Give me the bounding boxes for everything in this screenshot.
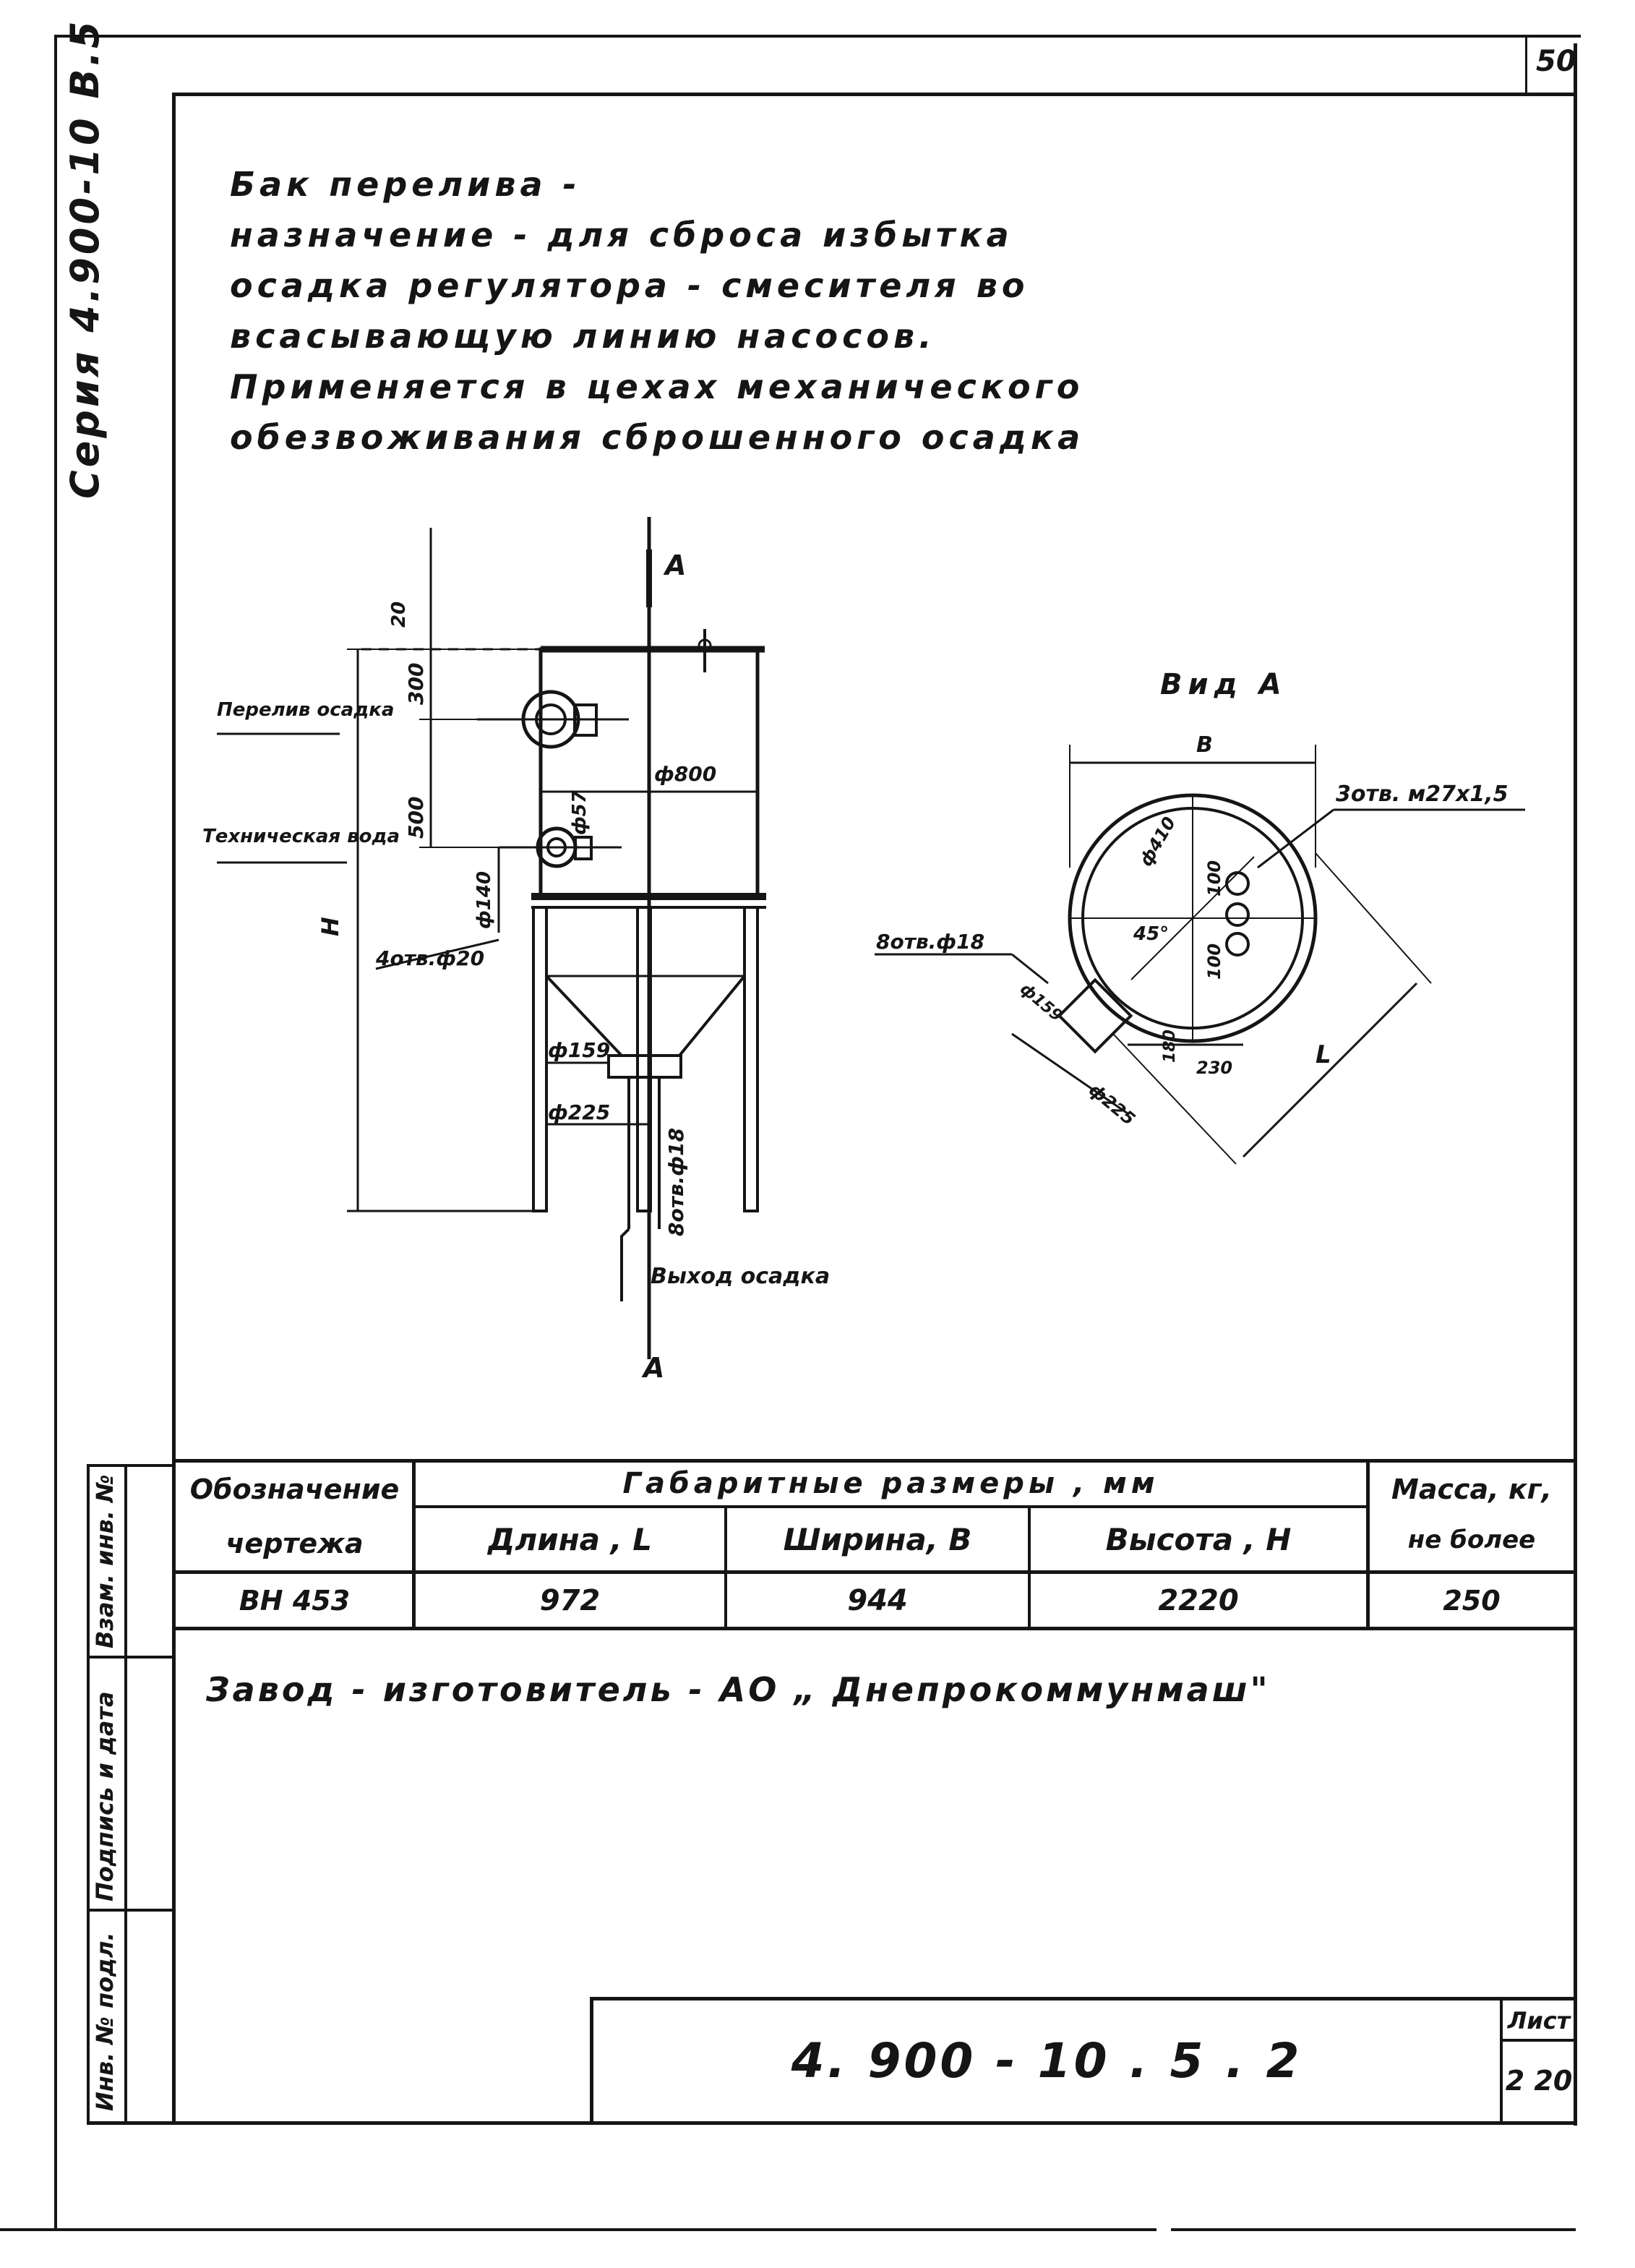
bottom-page-line-right xyxy=(1171,2228,1576,2231)
view-a-dim-8holes: 8отв.ф18 xyxy=(876,930,984,954)
label-outlet: Выход осадка xyxy=(651,1264,830,1289)
view-a-dim-225: ф225 xyxy=(1085,1079,1139,1129)
view-a-ext-L-1 xyxy=(1315,852,1432,984)
table-mid xyxy=(412,1505,1368,1508)
leader-holes xyxy=(375,938,499,970)
dim-225: ф225 xyxy=(548,1100,610,1124)
label-overflow: Перелив осадка xyxy=(217,699,394,721)
page-number-box-left xyxy=(1525,35,1527,94)
stamp-col-line xyxy=(87,1464,90,2122)
description-line-1: Бак перелива - xyxy=(230,165,581,204)
header-width: Ширина, В xyxy=(783,1521,972,1557)
title-block-top xyxy=(591,1997,1577,2000)
dim-800: ф800 xyxy=(654,762,716,786)
view-a-dim-180: 180 xyxy=(1161,1030,1179,1063)
row-height: 2220 xyxy=(1158,1583,1239,1617)
row-mass: 250 xyxy=(1443,1584,1501,1617)
stamp-col-line-2 xyxy=(124,1464,127,2122)
header-mass-line-2: не более xyxy=(1407,1525,1536,1554)
view-a-dim-L xyxy=(1242,982,1418,1158)
title-block-sheet-mid xyxy=(1500,2039,1576,2042)
view-a-dim-159: ф159 xyxy=(1016,980,1065,1025)
table-row-bottom xyxy=(173,1627,1577,1630)
dim-h: Н xyxy=(317,917,344,936)
header-dimensions: Габаритные размеры , мм xyxy=(622,1467,1159,1500)
view-a-dim-100a: 100 xyxy=(1204,860,1224,896)
description-line-5: Применяется в цехах механического xyxy=(230,367,1084,406)
label-section-a-bottom: А xyxy=(641,1352,664,1384)
view-a-ext-L-2 xyxy=(1112,1033,1237,1165)
dim-500: 500 xyxy=(404,797,428,839)
row-length: 972 xyxy=(539,1583,601,1617)
stamp-podpis: Подпись и дата xyxy=(91,1691,119,1901)
dim-8holes18: 8отв.ф18 xyxy=(664,1128,688,1236)
view-a-diag xyxy=(1130,856,1255,980)
title-block-left xyxy=(590,1997,593,2123)
view-a-leader-holes xyxy=(1257,808,1334,869)
outer-left-border xyxy=(54,35,57,2229)
dim-57: ф57 xyxy=(569,789,591,835)
table-col-2 xyxy=(724,1505,727,1630)
outlet-bend xyxy=(620,1228,630,1301)
view-a-dim-100b: 100 xyxy=(1204,943,1224,980)
table-header-bottom xyxy=(173,1570,1577,1574)
view-a-outlet xyxy=(1057,977,1133,1054)
view-a-dim-holes: 3отв. м27х1,5 xyxy=(1336,782,1508,807)
view-a-dim-225 xyxy=(1011,1032,1128,1115)
view-a-dim-b: В xyxy=(1196,732,1213,758)
leg-right xyxy=(743,906,759,1212)
frame-right xyxy=(1574,43,1577,2126)
title-block-sheet-divider xyxy=(1500,1997,1503,2123)
sheet-number: 2 20 xyxy=(1505,2064,1573,2097)
view-a-dim-45: 45° xyxy=(1133,923,1169,945)
header-length: Длина , L xyxy=(488,1521,652,1557)
table-top xyxy=(173,1459,1577,1463)
row-width: 944 xyxy=(847,1583,908,1617)
table-col-1 xyxy=(412,1459,416,1630)
description-line-6: обезвоживания сброшенного осадка xyxy=(230,418,1085,457)
header-height: Высота , Н xyxy=(1105,1521,1292,1557)
description-line-4: всасывающую линию насосов. xyxy=(230,317,936,356)
view-a-hole-3 xyxy=(1225,932,1250,957)
leg-left xyxy=(532,906,548,1212)
stamp-vzam: Взам. инв. № xyxy=(91,1474,119,1648)
row-designation: ВН 453 xyxy=(239,1584,351,1617)
dim-300: 300 xyxy=(404,663,428,705)
dim-140: ф140 xyxy=(473,871,495,929)
view-a-hole-1 xyxy=(1225,871,1250,896)
header-mass-line-1: Масса, кг, xyxy=(1391,1473,1552,1505)
table-col-4 xyxy=(1366,1459,1370,1630)
view-a-title: Вид А xyxy=(1160,668,1287,701)
stamp-sep-2 xyxy=(87,1909,173,1912)
sheet-label: Лист xyxy=(1507,2007,1571,2034)
outlet-flange xyxy=(607,1054,682,1079)
header-designation-line-2: чертежа xyxy=(226,1528,364,1559)
dim-159: ф159 xyxy=(548,1038,610,1062)
view-a-dim-l: L xyxy=(1316,1040,1331,1069)
label-tech-water: Техническая вода xyxy=(202,826,400,847)
header-designation-line-1: Обозначение xyxy=(189,1473,400,1505)
view-a-dim-230: 230 xyxy=(1196,1058,1232,1078)
frame-top xyxy=(173,93,1577,96)
top-edge-line xyxy=(54,35,1581,38)
frame-left xyxy=(172,93,176,2124)
manufacturer: Завод - изготовитель - АО „ Днепрокоммун… xyxy=(206,1670,1271,1709)
page-number: 50 xyxy=(1536,45,1576,78)
description-line-3: осадка регулятора - смесителя во xyxy=(230,266,1029,305)
label-section-a: А xyxy=(663,549,686,581)
document-code: 4. 900 - 10 . 5 . 2 xyxy=(791,2033,1303,2089)
view-a-hole-2 xyxy=(1225,902,1250,927)
frame-bottom xyxy=(87,2121,1577,2125)
description-line-2: назначение - для сброса избытка xyxy=(230,215,1013,254)
stamp-top xyxy=(87,1464,173,1467)
dim-20: 20 xyxy=(388,602,410,628)
stamp-inv: Инв. № подл. xyxy=(91,1932,119,2111)
leg-mid xyxy=(636,906,652,1212)
label-holes: 4отв.ф20 xyxy=(375,946,484,970)
stamp-sep-1 xyxy=(87,1656,173,1659)
view-a-leader-8holes-2 xyxy=(1011,953,1049,985)
table-col-3 xyxy=(1028,1505,1031,1630)
bottom-page-line xyxy=(0,2228,1156,2231)
